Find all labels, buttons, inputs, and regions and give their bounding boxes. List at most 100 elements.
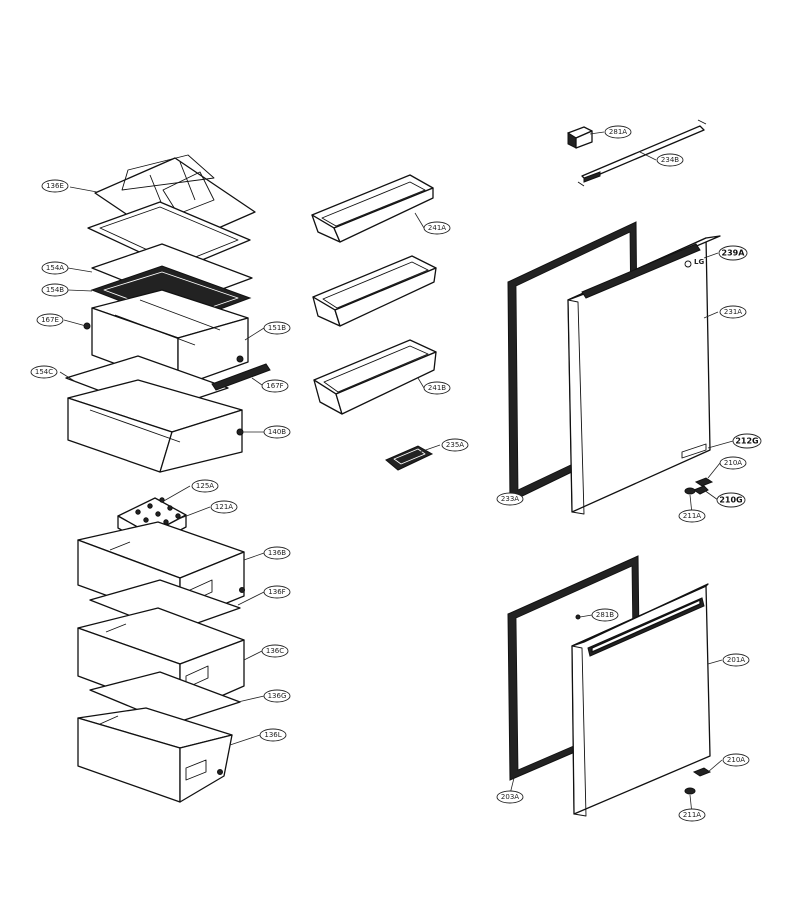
callout-125a: 125A xyxy=(191,479,219,493)
callout-231a: 231A xyxy=(719,305,747,319)
callout-text: 211A xyxy=(683,811,701,819)
callout-136b: 136B xyxy=(263,546,291,560)
door-bin-241B xyxy=(313,339,437,415)
callout-text: 241B xyxy=(428,384,446,392)
callout-bubble xyxy=(732,433,762,449)
callout-234b: 234B xyxy=(656,153,684,167)
callout-210a: 210A xyxy=(719,456,747,470)
callout-bubble xyxy=(36,313,64,327)
callout-text: 281A xyxy=(609,128,627,136)
callout-154c: 154C xyxy=(30,365,58,379)
callout-text: 136B xyxy=(268,549,286,557)
callout-167e: 167E xyxy=(36,313,64,327)
callout-text: 151B xyxy=(268,324,286,332)
callout-211a: 211A xyxy=(678,808,706,822)
callout-bubble xyxy=(261,379,289,393)
callout-bubble xyxy=(263,425,291,439)
callout-text: 239A xyxy=(722,249,746,258)
callout-text: 136F xyxy=(268,588,285,596)
callout-bubble xyxy=(423,221,451,235)
hinge-cover-281A xyxy=(567,126,593,149)
callout-text: 233A xyxy=(501,495,519,503)
callout-text: 201A xyxy=(727,656,745,664)
callout-text: 136C xyxy=(266,647,284,655)
callout-text: 235A xyxy=(446,441,464,449)
callout-bubble xyxy=(656,153,684,167)
egg-tray-235A xyxy=(385,445,434,471)
callout-text: 154A xyxy=(46,264,64,272)
callout-239a: 239A xyxy=(718,245,748,261)
callout-233a: 233A xyxy=(496,492,524,506)
door-bin-upper xyxy=(311,174,434,243)
callout-241b: 241B xyxy=(423,381,451,395)
callout-bubble xyxy=(441,438,469,452)
callout-121a: 121A xyxy=(210,500,238,514)
door-handle-strip-234B xyxy=(577,119,707,187)
callout-text: 241A xyxy=(428,224,446,232)
callout-241a: 241A xyxy=(423,221,451,235)
callout-212g: 212G xyxy=(732,433,762,449)
callout-bubble xyxy=(678,808,706,822)
callout-136c: 136C xyxy=(261,644,289,658)
callout-bubble xyxy=(716,492,746,508)
callout-bubble xyxy=(41,179,69,193)
callout-235a: 235A xyxy=(441,438,469,452)
callout-151b: 151B xyxy=(263,321,291,335)
callout-210a: 210A xyxy=(722,753,750,767)
callout-text: 140B xyxy=(268,428,286,436)
callout-bubble xyxy=(41,283,69,297)
callout-bubble xyxy=(722,753,750,767)
callout-bubble xyxy=(261,644,289,658)
callout-bubble xyxy=(41,261,69,275)
callout-136l: 136L xyxy=(259,728,287,742)
callout-bubble xyxy=(210,500,238,514)
callout-bubble xyxy=(719,305,747,319)
callout-bubble xyxy=(496,790,524,804)
callout-210g: 210G xyxy=(716,492,746,508)
brand-logo-text: LG xyxy=(694,258,704,266)
callout-text: 234B xyxy=(661,156,679,164)
door-bin-241A xyxy=(312,255,437,327)
callout-136g: 136G xyxy=(263,689,291,703)
callout-bubble xyxy=(591,608,619,622)
callout-text: 136E xyxy=(46,182,64,190)
callout-text: 167E xyxy=(41,316,59,324)
callout-136e: 136E xyxy=(41,179,69,193)
callout-bubble xyxy=(191,479,219,493)
callout-203a: 203A xyxy=(496,790,524,804)
callout-text: 136G xyxy=(268,692,287,700)
callout-text: 167F xyxy=(266,382,283,390)
callout-140b: 140B xyxy=(263,425,291,439)
callout-labels: 136E 154A 154B 167E 151B 154C 167F 140B 125A 121A… xyxy=(30,125,762,822)
freezer-drawer-136L xyxy=(77,707,233,803)
callout-text: 281B xyxy=(596,611,614,619)
callout-text: 212G xyxy=(735,437,758,446)
callout-text: 210A xyxy=(724,459,742,467)
callout-text: 125A xyxy=(196,482,214,490)
lower-door-201A xyxy=(571,583,711,817)
callout-text: 210A xyxy=(727,756,745,764)
callout-text: 154C xyxy=(35,368,53,376)
callout-bubble xyxy=(718,245,748,261)
callout-text: 154B xyxy=(46,286,64,294)
crisper-drawer-lower-140B xyxy=(67,379,244,473)
hinge-parts-210A-210G xyxy=(684,477,714,495)
callout-bubble xyxy=(263,689,291,703)
callout-154a: 154A xyxy=(41,261,69,275)
lower-hinge-parts xyxy=(684,767,712,795)
callout-bubble xyxy=(263,321,291,335)
callout-text: 203A xyxy=(501,793,519,801)
callout-text: 210G xyxy=(719,496,742,505)
callout-text: 121A xyxy=(215,503,233,511)
callout-bubble xyxy=(604,125,632,139)
callout-201a: 201A xyxy=(722,653,750,667)
callout-text: 136L xyxy=(264,731,281,739)
callout-211a: 211A xyxy=(678,509,706,523)
callout-281b: 281B xyxy=(591,608,619,622)
callout-281a: 281A xyxy=(604,125,632,139)
callout-167f: 167F xyxy=(261,379,289,393)
upper-door-231A xyxy=(567,235,721,515)
callout-136f: 136F xyxy=(263,585,291,599)
callout-text: 231A xyxy=(724,308,742,316)
